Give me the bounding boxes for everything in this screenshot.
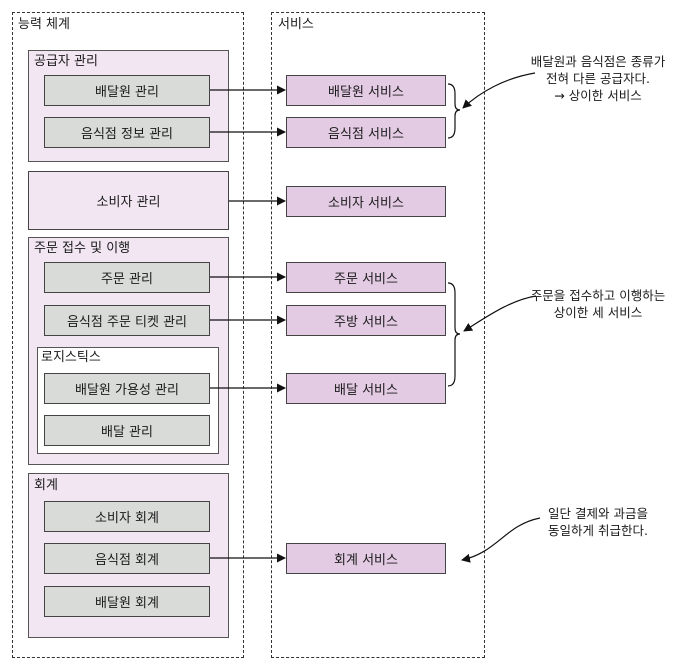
callout-arrow-supplier	[462, 72, 536, 109]
note-accounting-line-1: 일단 결제와 과금을	[548, 506, 648, 521]
service-order: 주문 서비스	[286, 262, 446, 293]
note-order: 주문을 접수하고 이행하는 상이한 세 서비스	[516, 287, 678, 321]
capability-panel	[12, 12, 244, 658]
group-order-title: 주문 접수 및 이행	[34, 241, 131, 256]
service-delivery: 배달 서비스	[286, 373, 446, 404]
note-accounting-line-2: 동일하게 취급한다.	[548, 523, 648, 538]
note-supplier-line-2: 전혀 다른 공급자다.	[546, 71, 650, 86]
callout-arrow-order	[463, 295, 537, 332]
brace-order-services	[447, 282, 461, 387]
note-order-line-1: 주문을 접수하고 이행하는	[530, 288, 666, 303]
capability-courier-availability-management: 배달원 가용성 관리	[44, 373, 210, 404]
capability-restaurant-accounting: 음식점 회계	[44, 543, 210, 574]
service-panel	[271, 12, 485, 658]
note-supplier-line-3: → 상이한 서비스	[554, 88, 642, 103]
note-order-line-2: 상이한 세 서비스	[553, 305, 643, 320]
capability-courier-management: 배달원 관리	[44, 75, 210, 106]
group-supplier-title: 공급자 관리	[34, 54, 98, 69]
group-logistics-title: 로지스틱스	[41, 350, 101, 365]
capability-restaurant-ticket-management: 음식점 주문 티켓 관리	[44, 305, 210, 336]
service-restaurant: 음식점 서비스	[286, 117, 446, 148]
capability-consumer-accounting: 소비자 회계	[44, 501, 210, 532]
note-accounting: 일단 결제와 과금을 동일하게 취급한다.	[516, 505, 678, 539]
capability-courier-accounting: 배달원 회계	[44, 586, 210, 617]
note-supplier: 배달원과 음식점은 종류가 전혀 다른 공급자다. → 상이한 서비스	[516, 53, 678, 104]
service-panel-title: 서비스	[278, 17, 314, 32]
service-accounting: 회계 서비스	[286, 543, 446, 574]
service-courier: 배달원 서비스	[286, 75, 446, 106]
note-supplier-line-1: 배달원과 음식점은 종류가	[530, 54, 666, 69]
group-consumer-management: 소비자 관리	[28, 171, 229, 230]
capability-delivery-management: 배달 관리	[44, 415, 210, 446]
capability-order-management: 주문 관리	[44, 262, 210, 293]
capability-panel-title: 능력 체계	[18, 17, 70, 32]
service-consumer: 소비자 서비스	[286, 186, 446, 217]
service-kitchen: 주방 서비스	[286, 305, 446, 336]
capability-restaurant-info-management: 음식점 정보 관리	[44, 117, 210, 148]
group-accounting-title: 회계	[34, 478, 58, 493]
callout-arrow-accounting	[461, 517, 541, 563]
brace-supplier-services	[447, 83, 461, 139]
